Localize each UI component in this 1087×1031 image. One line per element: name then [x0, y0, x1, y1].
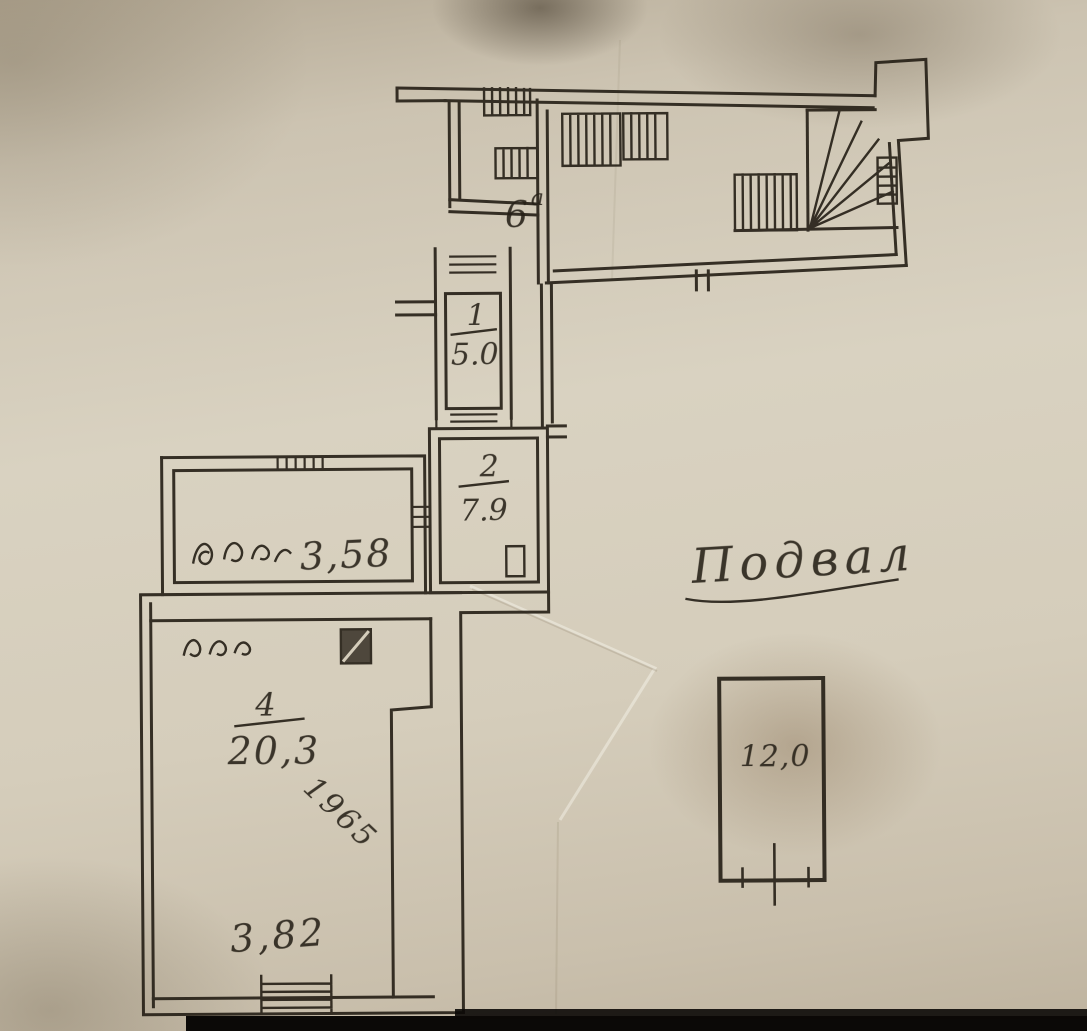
- wall: [448, 198, 540, 206]
- wall: [887, 141, 898, 257]
- wall: [139, 590, 551, 1017]
- room3: [160, 454, 432, 597]
- fraction-line: [234, 717, 305, 728]
- window-hatch: [276, 455, 324, 471]
- room4-number: 4: [254, 686, 276, 724]
- room4-bottom-note: 3,82: [228, 910, 328, 961]
- wall: [437, 436, 540, 585]
- wall-stub: [545, 424, 567, 439]
- handwritten-scribbles: [182, 542, 899, 658]
- wall: [717, 676, 827, 883]
- window-hatch: [482, 86, 532, 117]
- room2-number: 2: [479, 449, 499, 484]
- dimension-ticks: [741, 843, 810, 906]
- room4-corner-scribble: [182, 639, 252, 658]
- room3-note: 3,58: [299, 531, 393, 579]
- wall: [443, 291, 503, 411]
- wall: [805, 108, 810, 232]
- scan-edge-strip: [455, 1009, 1087, 1019]
- wall: [172, 467, 414, 585]
- corridor-rooms: [394, 246, 567, 595]
- fraction-line: [450, 327, 498, 336]
- fraction-line: [458, 479, 510, 488]
- wall: [544, 263, 908, 285]
- title-underline-flourish: [685, 578, 899, 604]
- door-hatch: [410, 505, 432, 529]
- room1-area: 5.0: [451, 337, 499, 372]
- plan-linework: [139, 57, 930, 1017]
- wall: [545, 109, 550, 285]
- wall: [149, 617, 433, 623]
- wing-label-superscript: а: [531, 186, 544, 211]
- wall: [149, 602, 155, 1009]
- wall: [508, 246, 513, 420]
- wall-protrusion: [873, 57, 930, 268]
- wall: [733, 225, 899, 233]
- scan-edge-strip: [186, 1016, 1087, 1031]
- room4-area: 20,3: [226, 729, 320, 774]
- stairs-hatch: [733, 173, 799, 232]
- wall: [389, 617, 433, 999]
- wing-label: 6: [505, 195, 528, 236]
- wall: [535, 98, 540, 285]
- wall: [395, 86, 447, 103]
- flue-box: [505, 544, 526, 578]
- outbuilding: [717, 676, 827, 906]
- stairs-hatch: [621, 111, 669, 161]
- entrance-steps: [260, 974, 333, 1016]
- plan-title-cursive: Подвал: [689, 526, 917, 595]
- room4: [139, 590, 551, 1017]
- room1-number: 1: [466, 298, 485, 333]
- door-hatch: [449, 255, 497, 274]
- winder-stairs: [808, 110, 895, 230]
- wall: [539, 283, 554, 430]
- wall: [395, 86, 877, 98]
- room2-area: 7.9: [460, 493, 508, 528]
- wall: [160, 454, 428, 595]
- stove-diagonal: [341, 630, 370, 663]
- room3-scribble: [191, 542, 292, 566]
- window-hatch: [494, 146, 539, 180]
- wall: [457, 100, 462, 202]
- outbuilding-area: 12,0: [740, 739, 811, 774]
- wall-stub: [394, 300, 438, 317]
- wall: [448, 210, 540, 217]
- upper-wing: [395, 57, 930, 292]
- plan-labels: 6 а 1 5.0 2 7.9 3,58 4 20,3 1965 3,82 12…: [226, 186, 917, 961]
- wall-stub: [694, 269, 710, 292]
- wall: [160, 456, 165, 597]
- stairs-hatch: [560, 112, 622, 168]
- wall: [552, 252, 898, 273]
- window-hatch: [876, 156, 899, 205]
- room4-diagonal-note: 1965: [296, 770, 384, 856]
- door-hatch: [435, 413, 513, 430]
- wall: [433, 247, 438, 421]
- wall: [151, 995, 435, 1001]
- wall: [447, 100, 452, 209]
- scan-edge: [186, 1009, 1087, 1031]
